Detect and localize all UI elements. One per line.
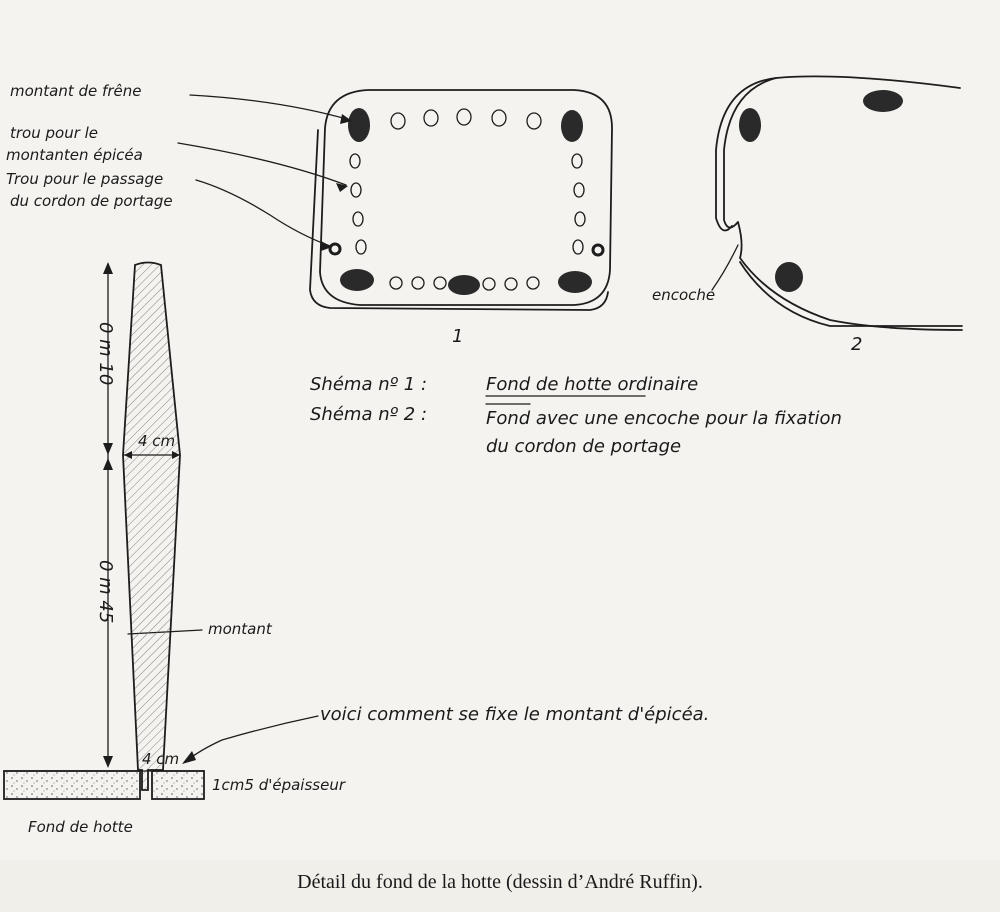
dimension-bottom: 0 m 45 — [95, 560, 116, 623]
scheme-1-label: Shéma nº 1 : — [310, 374, 427, 395]
label-trou-epicea-1: trou pour le — [10, 124, 98, 142]
figure-2-notched-bottom: 2 — [715, 75, 963, 355]
figure-2-shadow-edge — [715, 77, 963, 327]
label-fond-de-hotte: Fond de hotte — [28, 818, 133, 836]
cord-hole — [328, 242, 342, 256]
label-montant: montant — [208, 620, 273, 638]
label-trou-passage-2: du cordon de portage — [10, 192, 173, 210]
ash-upright — [561, 110, 583, 142]
scheme-1-text: Fond de hotte ordinaire — [486, 374, 698, 395]
label-montant-frene: montant de frêne — [10, 82, 141, 100]
scheme-2-text-1: Fond avec une encoche pour la fixation — [486, 408, 842, 429]
ash-upright — [340, 269, 374, 291]
figure-1-outline — [319, 89, 613, 306]
ash-upright — [448, 275, 480, 295]
base-board — [3, 770, 205, 800]
figure-2-outline — [723, 75, 963, 331]
label-trou-passage-1: Trou pour le passage — [6, 170, 163, 188]
upright-shape — [122, 261, 181, 791]
label-encoche: encoche — [652, 286, 715, 304]
figure-1-shadow-edge — [309, 129, 609, 311]
figure-1-basket-bottom: 1 — [309, 89, 613, 347]
label-trou-epicea-2: montanten épicéa — [6, 146, 143, 164]
ash-upright — [863, 90, 903, 112]
ash-upright — [775, 262, 803, 292]
scheme-2-label: Shéma nº 2 : — [310, 404, 427, 425]
figure-1-number: 1 — [452, 326, 463, 347]
technical-drawing: 1 2 montant de frêne trou pour le montan… — [3, 75, 963, 836]
spruce-upright-elevation: 4 cm 4 cm 0 m 10 0 m 45 — [95, 261, 181, 791]
ash-upright — [739, 108, 761, 142]
arrowheads — [182, 114, 352, 764]
dimension-top: 0 m 10 — [95, 322, 116, 385]
ash-upright — [348, 108, 370, 142]
label-voici: voici comment se fixe le montant d'épicé… — [320, 704, 709, 725]
width-top-label: 4 cm — [138, 432, 175, 450]
cord-hole — [591, 243, 605, 257]
ash-upright — [558, 271, 592, 293]
scheme-2-text-2: du cordon de portage — [486, 436, 681, 457]
label-epaisseur: 1cm5 d'épaisseur — [212, 776, 346, 794]
spruce-holes — [349, 108, 586, 291]
figure-2-number: 2 — [851, 334, 862, 355]
legend: Shéma nº 1 : Fond de hotte ordinaire Shé… — [310, 374, 842, 457]
drawing-page: 1 2 montant de frêne trou pour le montan… — [3, 75, 963, 836]
width-bottom-label: 4 cm — [142, 750, 179, 768]
figure-caption: Détail du fond de la hotte (dessin d’And… — [297, 871, 703, 893]
